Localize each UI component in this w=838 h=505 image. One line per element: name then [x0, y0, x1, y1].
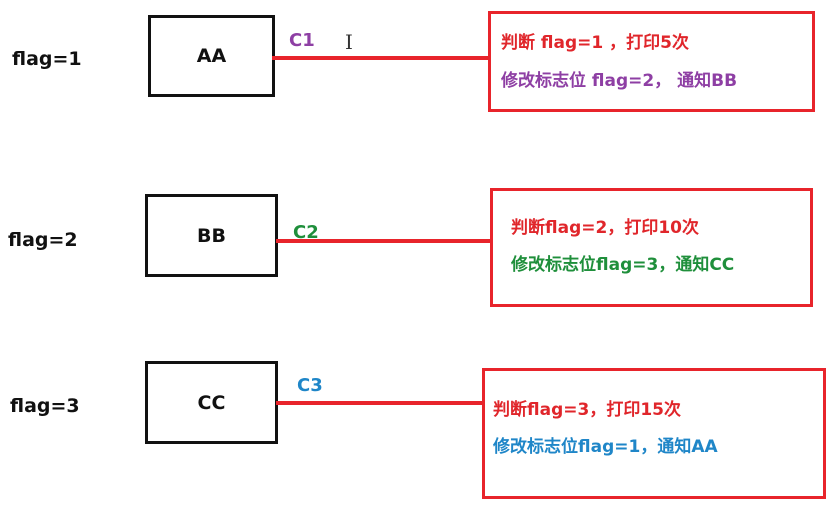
text-cursor-icon: I — [345, 30, 353, 54]
note-line-2b: 修改标志位flag=3，通知CC — [511, 255, 735, 275]
note-box-1: 判断 flag=1 ，打印5次 修改标志位 flag=2， 通知BB — [488, 11, 815, 112]
note-line-1a: 判断 flag=1 ，打印5次 — [501, 33, 689, 53]
connector-line-3 — [276, 401, 486, 405]
flag-label-1: flag=1 — [12, 48, 82, 70]
thread-name-cc: CC — [197, 391, 226, 414]
flag-label-3: flag=3 — [10, 395, 80, 417]
condition-label-c2: C2 — [293, 222, 319, 243]
thread-box-cc: CC — [145, 361, 278, 444]
note-line-1b: 修改标志位 flag=2， 通知BB — [501, 71, 738, 91]
note-line-3a: 判断flag=3，打印15次 — [493, 400, 681, 420]
note-line-2a: 判断flag=2，打印10次 — [511, 218, 699, 238]
thread-name-bb: BB — [197, 224, 226, 247]
connector-line-1 — [272, 56, 490, 60]
connector-line-2 — [276, 239, 494, 243]
condition-label-c1: C1 — [289, 30, 315, 51]
thread-box-bb: BB — [145, 194, 278, 277]
note-box-2: 判断flag=2，打印10次 修改标志位flag=3，通知CC — [490, 188, 813, 307]
note-line-3b: 修改标志位flag=1，通知AA — [493, 437, 718, 457]
condition-label-c3: C3 — [297, 375, 323, 396]
thread-box-aa: AA — [148, 15, 275, 97]
flag-label-2: flag=2 — [8, 229, 78, 251]
note-box-3: 判断flag=3，打印15次 修改标志位flag=1，通知AA — [482, 368, 826, 499]
thread-name-aa: AA — [196, 45, 227, 67]
